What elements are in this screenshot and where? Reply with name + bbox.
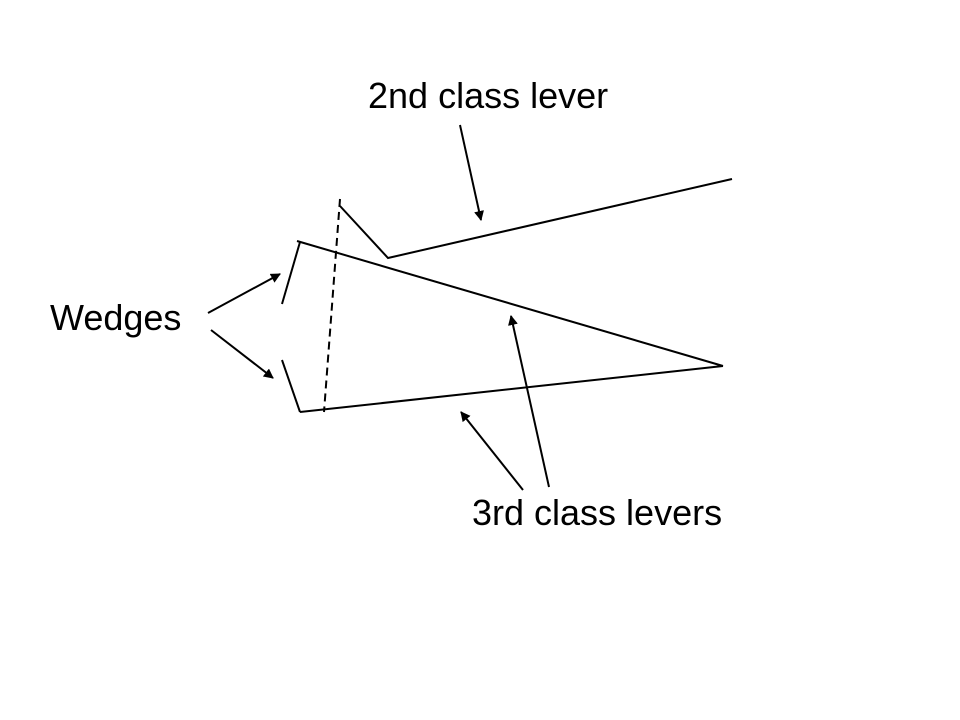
second-class-lever-label: 2nd class lever [368,75,609,116]
upper-third-class-lever-line [296,240,724,367]
third-class-arrow-upper [508,315,550,488]
lower-wedge-line [281,359,301,413]
second-class-arrow [459,124,484,221]
lower-third-class-lever-line [299,365,724,413]
third-class-arrow-lower [460,411,524,491]
wedges-label: Wedges [50,297,182,338]
third-class-levers-label: 3rd class levers [472,492,723,533]
pivot-dashed-line [323,198,341,413]
second-class-lever-line [339,178,733,260]
wedge-arrow-lower [210,329,274,379]
upper-wedge-line [281,241,301,305]
wedge-arrow-upper [207,273,281,314]
